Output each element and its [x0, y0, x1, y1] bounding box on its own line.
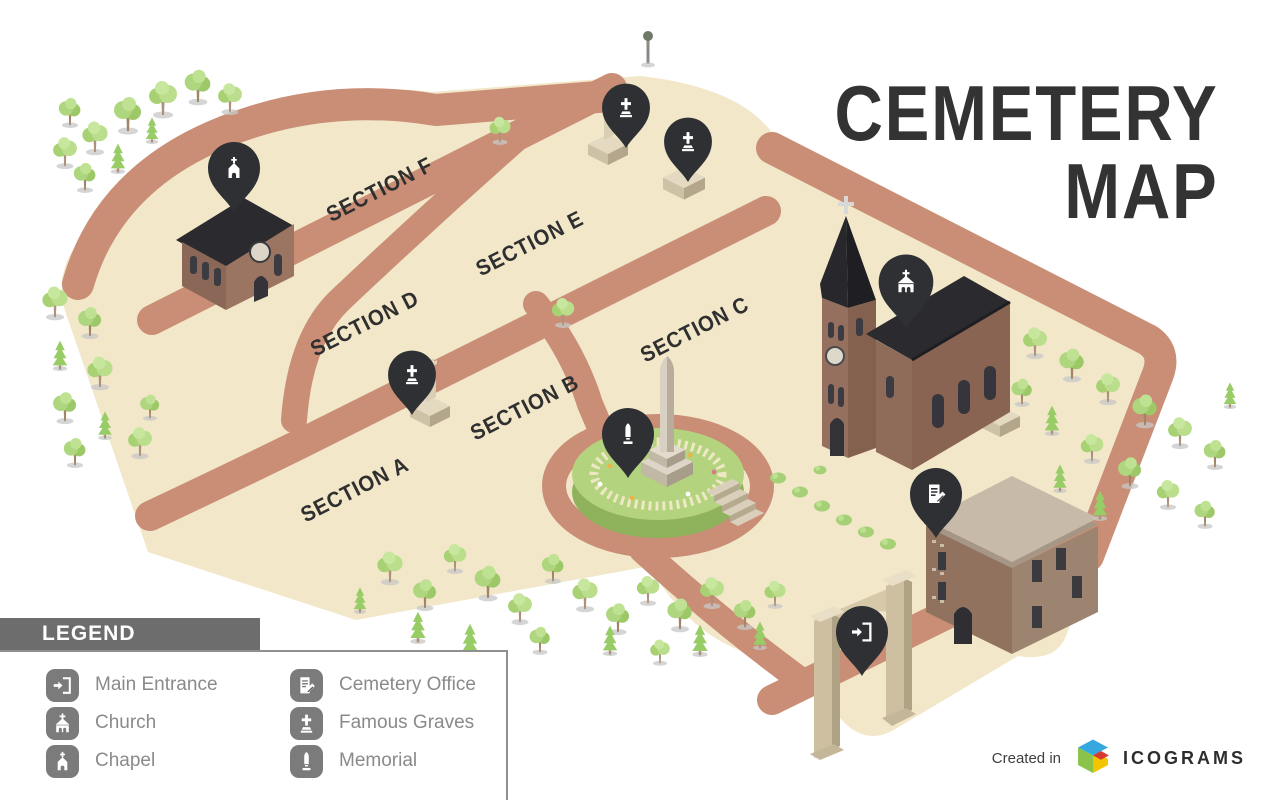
chapel-icon — [52, 751, 73, 772]
office-building — [926, 476, 1098, 654]
legend-item-label: Cemetery Office — [339, 674, 476, 695]
legend-item-main-entrance: Main Entrance — [46, 666, 218, 704]
legend-item-label: Chapel — [95, 750, 156, 771]
door-icon — [52, 675, 73, 696]
entrance-arch — [810, 570, 916, 760]
lamp-post — [641, 31, 655, 68]
credit: Created in ICOGRAMS — [992, 736, 1246, 780]
legend-item-label: Main Entrance — [95, 674, 218, 695]
church-icon — [52, 713, 73, 734]
credit-text: Created in — [991, 749, 1061, 767]
legend-item-label: Famous Graves — [339, 712, 475, 733]
legend-item-church: Church — [46, 704, 218, 742]
legend-panel: Main Entrance Church Chapel Cemetery Off… — [0, 650, 508, 800]
map-title-line1: CEMETERY — [834, 69, 1218, 157]
map-title-line2: MAP — [1063, 147, 1218, 235]
chapel-building — [176, 172, 294, 310]
legend-item-memorial: Memorial — [290, 742, 476, 780]
legend-item-label: Memorial — [339, 750, 418, 771]
memorial-icon — [296, 751, 317, 772]
legend-item-chapel: Chapel — [46, 742, 218, 780]
map-title: CEMETERY MAP — [834, 74, 1218, 230]
legend-item-label: Church — [95, 712, 157, 733]
legend-header: LEGEND — [0, 618, 260, 650]
icograms-logo-icon — [1078, 739, 1109, 773]
graves-icon — [296, 713, 317, 734]
office-icon — [296, 675, 317, 696]
icograms-logo-text: ICOGRAMS — [1123, 747, 1246, 768]
legend-item-cemetery-office: Cemetery Office — [290, 666, 476, 704]
church-building — [820, 196, 1011, 470]
legend-item-famous-graves: Famous Graves — [290, 704, 476, 742]
